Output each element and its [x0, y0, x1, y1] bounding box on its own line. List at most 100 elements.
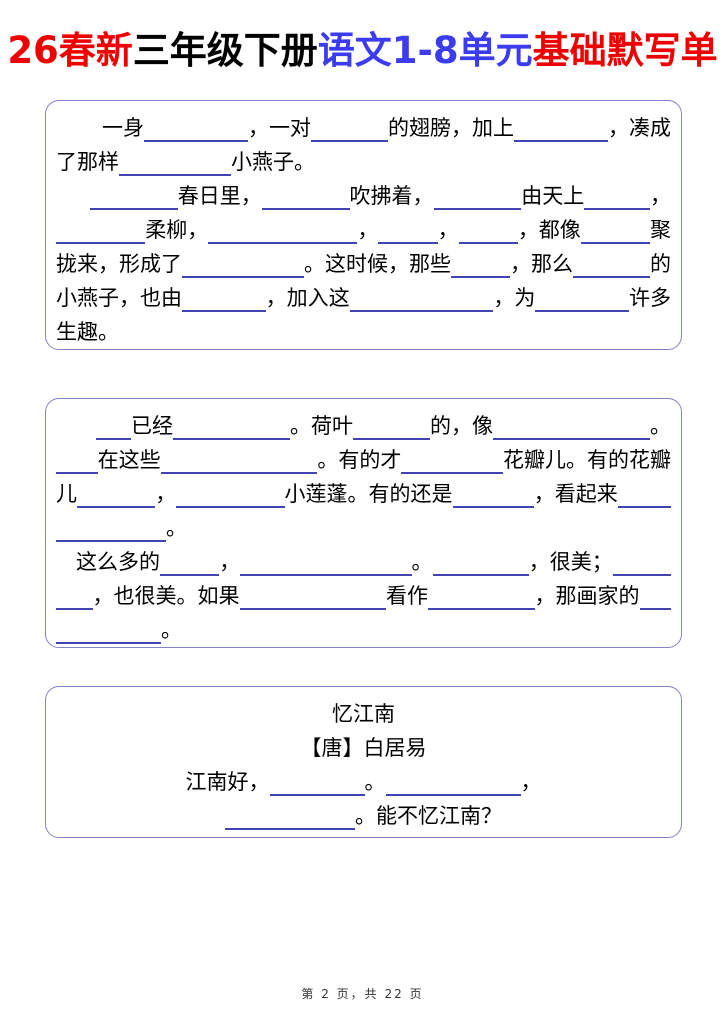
text-segment: 小莲蓬。有的还是 [284, 482, 453, 506]
text-line: 在这些 。有的才 花瓣儿。有的花瓣 [56, 443, 671, 477]
blank-underline [56, 214, 146, 244]
blank-underline [451, 248, 510, 278]
text-line: 春日里，吹拂着，由天上， [56, 179, 671, 213]
text-segment: ， [357, 218, 379, 242]
blank-underline [240, 546, 412, 576]
text-segment: 。 [161, 618, 182, 642]
text-segment: ， [219, 550, 241, 574]
text-line: 江南好， 。 ， [56, 765, 671, 799]
text-segment: ，很美； [528, 550, 613, 574]
text-line: 已经。荷叶的，像。 [56, 409, 671, 443]
blank-underline [182, 282, 266, 312]
text-segment: ， [437, 218, 459, 242]
text-segment: 忆江南 [332, 702, 395, 726]
text-segment: 。 [650, 414, 671, 438]
text-segment: ，凑成 [608, 116, 671, 140]
text-segment: 这么多的 [76, 550, 160, 574]
blank-underline [173, 410, 290, 440]
text-line: 一身 ，一对 的翅膀，加上 ，凑成 [56, 111, 671, 145]
passage-box-lotus: 已经。荷叶的，像。在这些。有的才花瓣儿。有的花瓣儿，小莲蓬。有的还是，看起来。这… [45, 398, 682, 648]
text-segment: 许多 [629, 286, 672, 310]
text-segment: 春日里， [177, 184, 262, 208]
title-segment: 语文1-8单元 [317, 29, 533, 72]
blank-underline [269, 766, 365, 796]
text-segment: 【唐】白居易 [300, 736, 427, 760]
text-segment: 的翅膀，加上 [388, 116, 514, 140]
text-line: 儿 ， 小莲蓬。有的还是 ，看起来 [56, 477, 671, 511]
blank-underline [353, 410, 430, 440]
page-title: 26春新三年级下册语文1-8单元基础默写单 [0, 20, 725, 74]
blank-underline [378, 214, 438, 244]
blank-underline [458, 214, 518, 244]
text-segment: ，那么 [510, 252, 573, 276]
blank-underline [90, 180, 178, 210]
blank-underline [385, 766, 521, 796]
blank-underline [580, 214, 651, 244]
text-segment: 聚 [650, 218, 672, 242]
blank-underline [239, 580, 386, 610]
text-segment: ，那画家的 [534, 584, 640, 608]
blank-underline [428, 580, 535, 610]
text-segment: 。 [166, 516, 187, 540]
text-segment: 在这些 [97, 448, 161, 472]
text-line: 。 [56, 511, 671, 545]
text-line: ，也很美。如果 看作 ，那画家的 [56, 579, 671, 613]
blank-underline [56, 512, 166, 542]
text-segment: 了那样 [56, 150, 119, 174]
text-segment: 小燕子。 [231, 150, 315, 174]
text-line: 拢来，形成了 。这时候，那些 ，那么 的 [56, 247, 671, 281]
text-segment: 。 [364, 770, 386, 794]
blank-underline [176, 478, 285, 508]
text-segment: 小燕子，也由 [56, 286, 182, 310]
blank-underline [96, 410, 131, 440]
text-segment: 。有的才 [317, 448, 402, 472]
text-line: 【唐】白居易 [56, 731, 671, 765]
blank-underline [160, 546, 220, 576]
text-segment: 生趣。 [56, 320, 119, 344]
text-line: 柔柳，，，，都像聚 [56, 213, 671, 247]
blank-underline [433, 180, 522, 210]
blank-underline [452, 478, 534, 508]
blank-underline [349, 282, 494, 312]
blank-underline [160, 444, 318, 474]
blank-underline [77, 478, 156, 508]
blank-underline [612, 546, 671, 576]
blank-underline [493, 410, 650, 440]
text-line: 生趣。 [56, 315, 671, 349]
text-line: 这么多的，。，很美； [56, 545, 671, 579]
blank-underline [584, 180, 650, 210]
blank-underline [432, 546, 529, 576]
text-line: 。能不忆江南？ [56, 799, 671, 833]
text-segment: 一身 [102, 116, 144, 140]
text-segment: ， [155, 482, 177, 506]
text-segment: 吹拂着， [349, 184, 434, 208]
text-segment: 花瓣儿。有的花瓣 [503, 448, 672, 472]
text-segment: 的，像 [430, 414, 493, 438]
text-line: 了那样 小燕子。 [56, 145, 671, 179]
page-number: 第 2 页，共 22 页 [301, 987, 424, 1001]
blank-underline [56, 580, 93, 610]
poem-box: 忆江南【唐】白居易江南好， 。 ， 。能不忆江南？ [45, 686, 682, 838]
text-segment: 儿 [56, 482, 77, 506]
text-segment: ，加入这 [265, 286, 350, 310]
text-segment: 拢来，形成了 [56, 252, 182, 276]
blank-underline [56, 614, 161, 644]
text-segment: 。能不忆江南？ [355, 804, 502, 828]
text-segment: 。这时候，那些 [304, 252, 451, 276]
text-segment: 看作 [386, 584, 428, 608]
text-line: 忆江南 [56, 697, 671, 731]
blank-underline [144, 112, 248, 142]
text-segment: ， [520, 770, 542, 794]
text-segment: ，也很美。如果 [92, 584, 240, 608]
blank-underline [182, 248, 304, 278]
text-segment: 。荷叶 [290, 414, 353, 438]
text-segment: ，都像 [517, 218, 581, 242]
text-segment: 的 [650, 252, 671, 276]
text-segment: 由天上 [521, 184, 585, 208]
blank-underline [56, 444, 98, 474]
blank-underline [617, 478, 671, 508]
text-segment: ，看起来 [533, 482, 618, 506]
text-segment: 江南好， [185, 770, 270, 794]
text-segment: ，一对 [248, 116, 311, 140]
